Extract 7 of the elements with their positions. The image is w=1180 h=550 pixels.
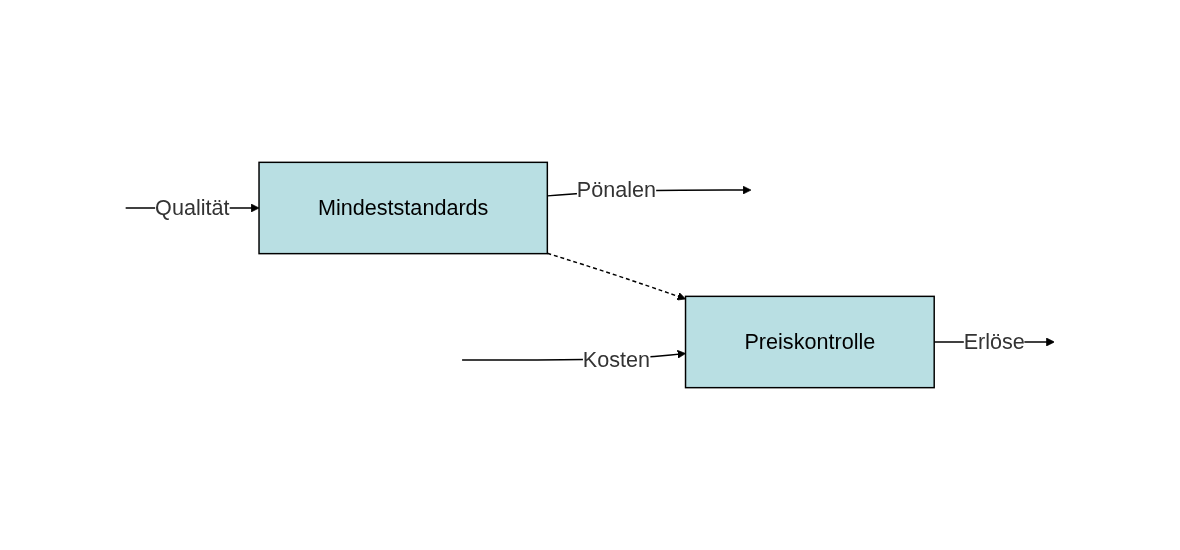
edge-label: Qualität <box>155 195 230 221</box>
node-box: Mindeststandards <box>258 161 549 255</box>
arrow <box>546 252 686 301</box>
node-box: Preiskontrolle <box>684 295 935 389</box>
edge-label: Kosten <box>582 347 651 373</box>
edge-label: Erlöse <box>963 329 1025 355</box>
edge-label: Pönalen <box>576 177 657 203</box>
